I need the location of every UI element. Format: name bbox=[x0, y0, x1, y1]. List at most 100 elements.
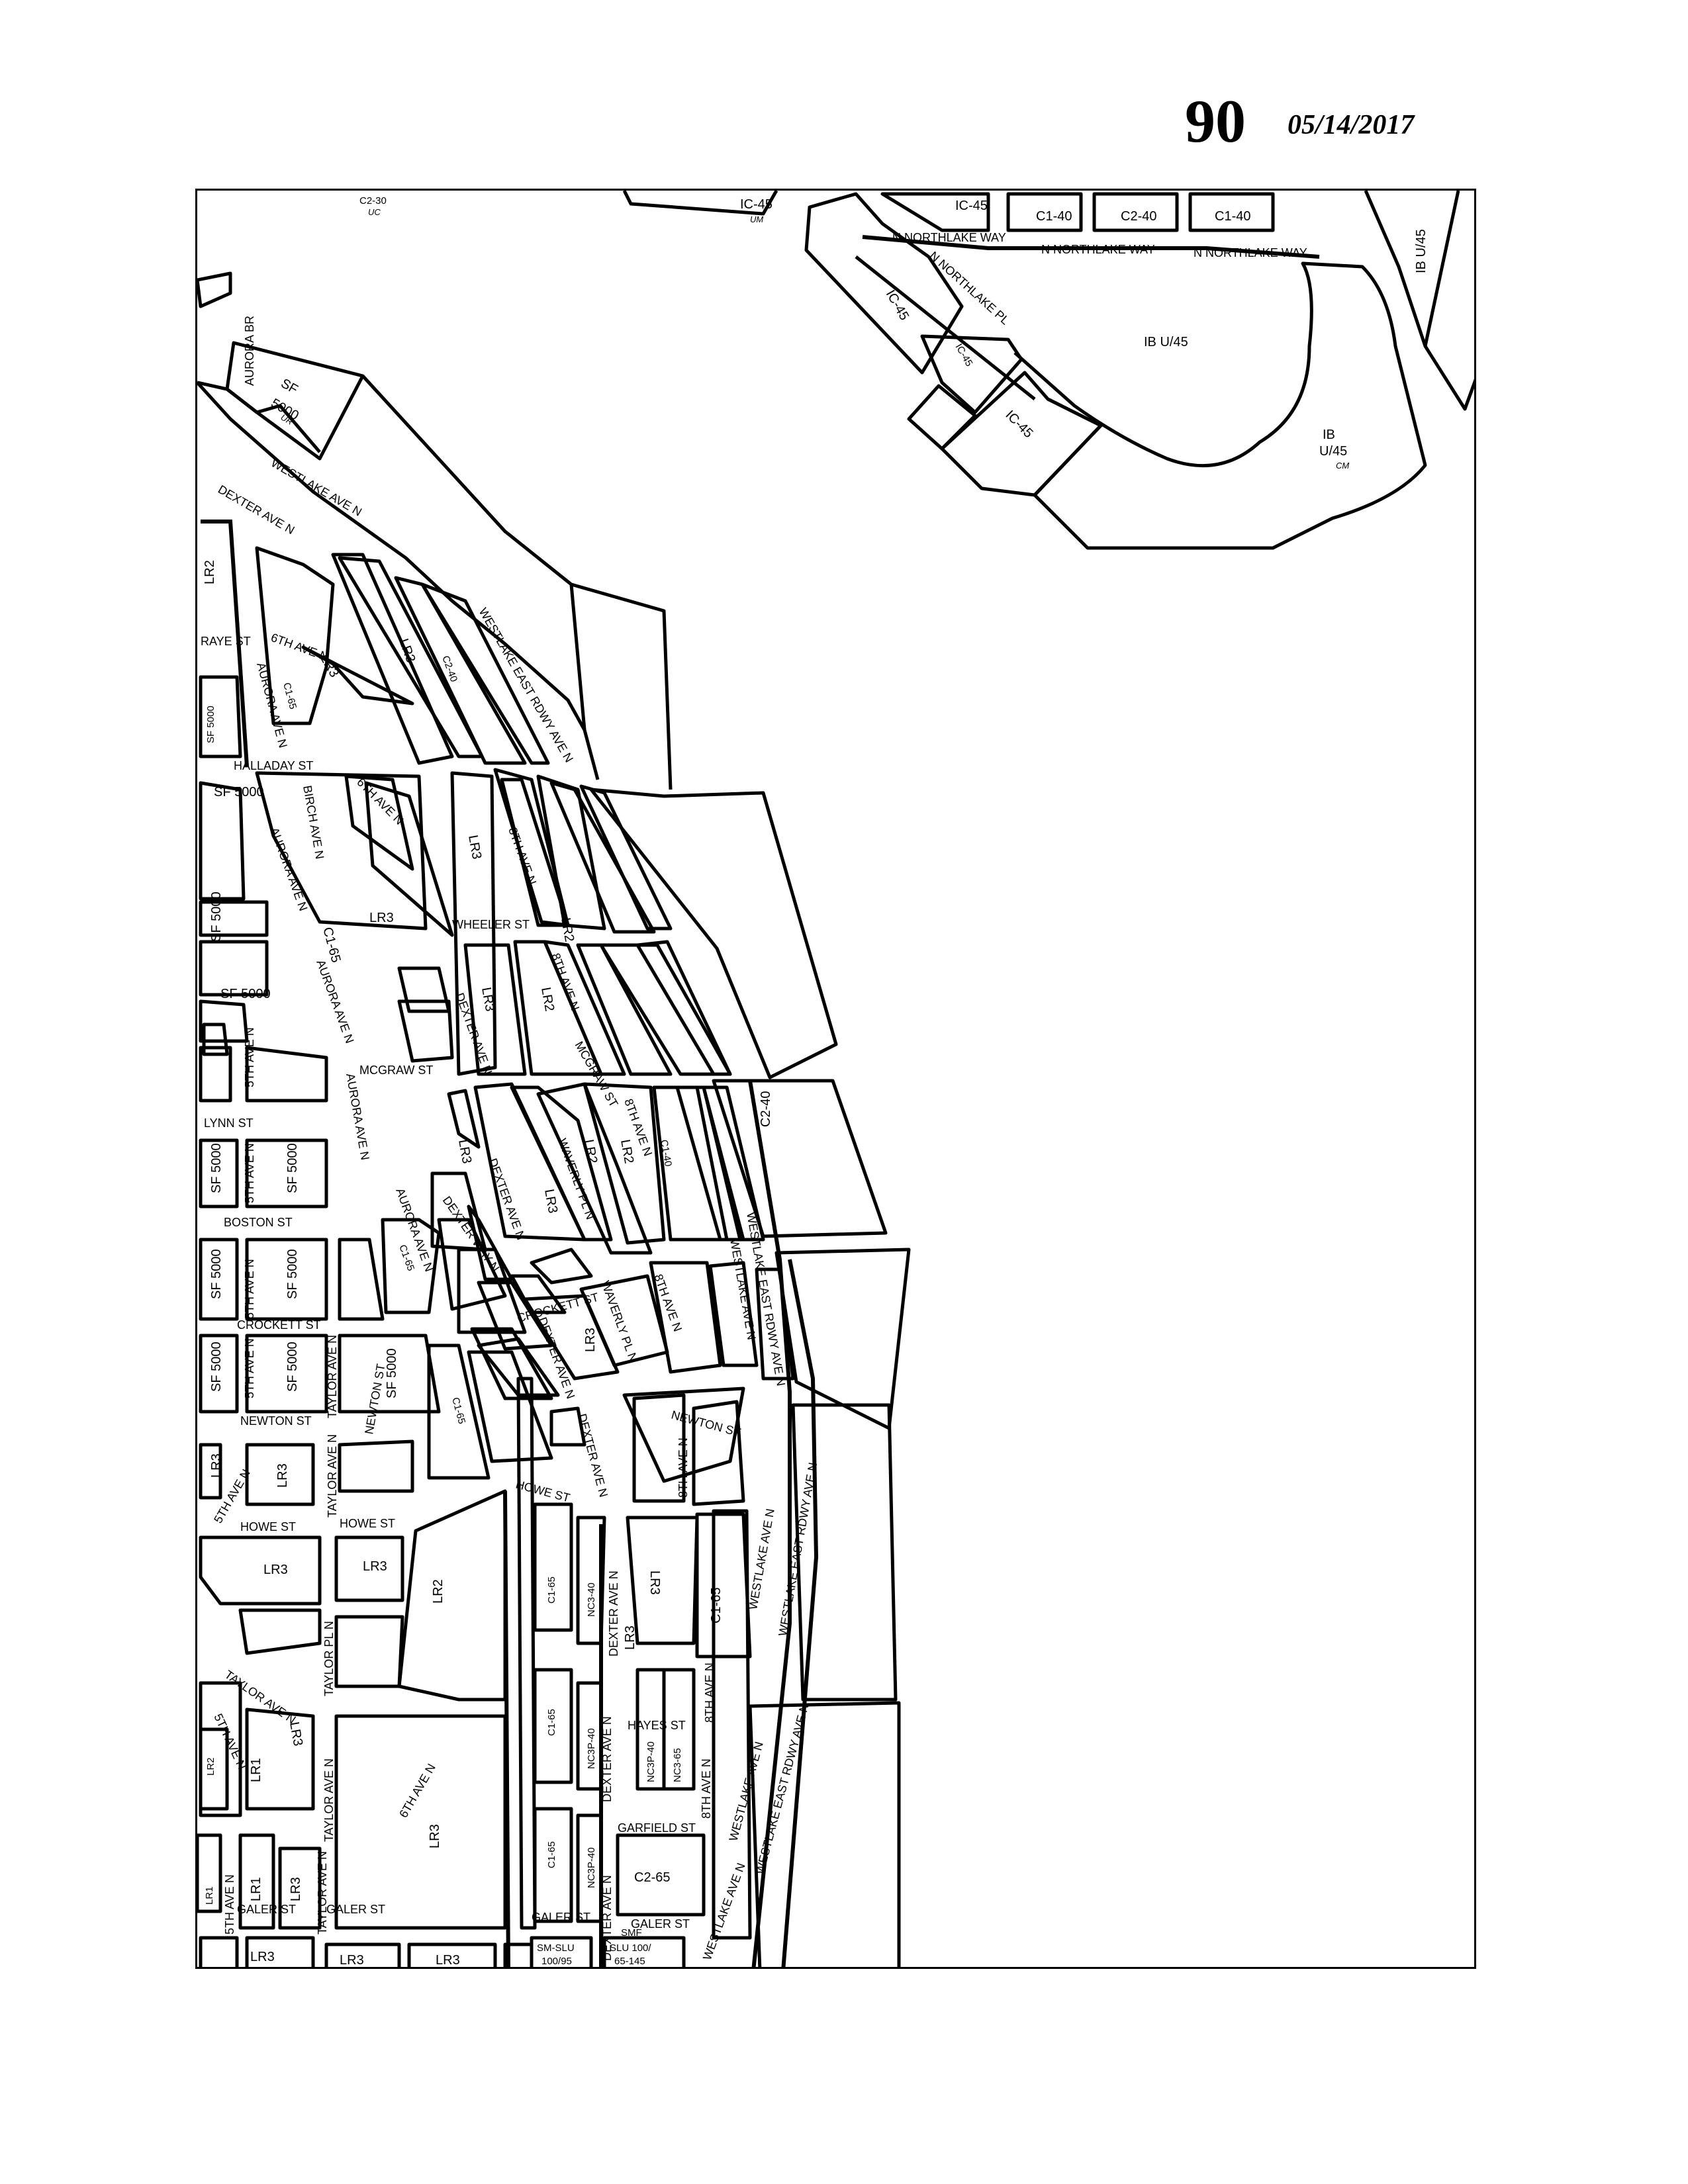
street-label: WESTLAKE EAST RDWY AVE N bbox=[477, 606, 576, 764]
zone-label: SF 5000 bbox=[214, 785, 264, 799]
zone-label: SF 5000 bbox=[205, 705, 216, 743]
zone-label: C1-65 bbox=[546, 1709, 557, 1736]
zone-label: IB bbox=[1323, 428, 1335, 442]
street-label: HALLADAY ST bbox=[234, 759, 313, 772]
north-shore-parcels bbox=[622, 191, 1474, 550]
street-label: AURORA AVE N bbox=[344, 1072, 372, 1161]
street-label: NEWTON ST bbox=[240, 1414, 312, 1428]
zone-label: LR3 bbox=[287, 1721, 305, 1747]
street-label: GALER ST bbox=[237, 1903, 296, 1916]
zoning-map[interactable]: C2-30 UC IC-45 UM IC-45 C1-40 C2-40 C1-4… bbox=[195, 189, 1476, 1969]
street-label: 8TH AVE N bbox=[700, 1758, 713, 1819]
street-label: HOWE ST bbox=[514, 1478, 571, 1505]
zone-label: NC3P-40 bbox=[586, 1847, 597, 1888]
zone-label: LR3 bbox=[647, 1570, 662, 1595]
zone-label: C1-40 bbox=[658, 1139, 674, 1167]
zone-label: U/45 bbox=[1319, 444, 1347, 459]
zone-label: C1-65 bbox=[281, 682, 299, 711]
street-label: GALER ST bbox=[326, 1903, 385, 1916]
zone-label: C1-65 bbox=[546, 1841, 557, 1868]
zone-label: SF 5000 bbox=[209, 1143, 224, 1193]
zone-label: SF 5000 bbox=[385, 1348, 399, 1398]
street-label: HOWE ST bbox=[340, 1517, 395, 1530]
street-label: AURORA AVE N bbox=[254, 661, 290, 749]
zone-label: SF 5000 bbox=[209, 1342, 224, 1392]
zone-label: C1-65 bbox=[449, 1396, 467, 1426]
zone-label: SF 5000 bbox=[285, 1249, 300, 1299]
street-label: 5TH AVE N bbox=[211, 1711, 248, 1772]
street-label: MCGRAW ST bbox=[359, 1064, 433, 1077]
zone-label: LR2 bbox=[538, 986, 557, 1013]
page-header: 90 05/14/2017 bbox=[0, 0, 1688, 172]
street-label: DEXTER AVE N bbox=[216, 482, 297, 537]
zone-overlay-label: CM bbox=[1336, 461, 1349, 471]
zone-label: NC3P-40 bbox=[586, 1728, 597, 1769]
west-parcels bbox=[197, 675, 819, 1967]
zone-label: LR3 bbox=[541, 1188, 560, 1214]
street-label: DEXTER WAY N bbox=[440, 1194, 502, 1275]
zone-label: NC3-65 bbox=[672, 1748, 683, 1782]
street-label: TAYLOR AVE N bbox=[322, 1758, 336, 1842]
street-label: N NORTHLAKE PL bbox=[927, 249, 1011, 327]
street-label: DEXTER AVE N bbox=[575, 1412, 610, 1498]
zone-label: 100/95 bbox=[541, 1956, 572, 1967]
zone-label: C1-65 bbox=[397, 1244, 416, 1273]
street-label: N NORTHLAKE WAY bbox=[892, 231, 1006, 244]
zone-label: NC3-40 bbox=[586, 1582, 597, 1617]
zone-label: LR1 bbox=[204, 1886, 215, 1905]
zone-overlay-label: UM bbox=[750, 214, 763, 224]
zone-label: C1-65 bbox=[709, 1588, 724, 1623]
zone-labels-north: C2-30 UC IC-45 UM IC-45 C1-40 C2-40 C1-4… bbox=[269, 195, 1429, 471]
zone-label: LR2 bbox=[618, 1138, 636, 1165]
street-label: RAYE ST bbox=[201, 635, 251, 648]
street-label: TAYLOR AVE N bbox=[326, 1434, 339, 1518]
street-label: 5TH AVE N bbox=[243, 1143, 256, 1203]
street-label: TAYLOR AVE N bbox=[222, 1668, 299, 1727]
street-label: AURORA AVE N bbox=[393, 1187, 436, 1274]
street-label: DEXTER AVE N bbox=[600, 1716, 614, 1802]
zone-label: SLU 100/ bbox=[610, 1942, 651, 1954]
zone-label: SF 5000 bbox=[285, 1342, 300, 1392]
zone-label: 65-145 bbox=[614, 1956, 645, 1967]
street-label: 6TH AVE N bbox=[397, 1761, 438, 1820]
zone-label: C2-40 bbox=[759, 1091, 773, 1127]
street-label: 5TH AVE N bbox=[243, 1338, 256, 1398]
street-label: AURORA AVE N bbox=[267, 826, 310, 913]
map-date: 05/14/2017 bbox=[1288, 110, 1415, 140]
street-label: WESTLAKE AVE N bbox=[746, 1508, 777, 1611]
street-label: DEXTER AVE N bbox=[536, 1316, 577, 1401]
aurora-approach bbox=[197, 271, 673, 790]
street-label: AURORA AVE N bbox=[314, 958, 356, 1046]
map-page-number: 90 bbox=[1185, 87, 1246, 155]
street-label: NEWTON ST bbox=[670, 1408, 742, 1439]
street-label: 8TH AVE N bbox=[703, 1662, 716, 1723]
street-label: LYNN ST bbox=[204, 1116, 254, 1130]
zone-label: C1-40 bbox=[1036, 209, 1072, 224]
zone-label: LR3 bbox=[623, 1625, 637, 1650]
street-label: 5TH AVE N bbox=[243, 1259, 256, 1319]
street-label: 8TH AVE N bbox=[506, 826, 539, 887]
map-canvas: C2-30 UC IC-45 UM IC-45 C1-40 C2-40 C1-4… bbox=[197, 191, 1474, 1968]
street-label: WESTLAKE AVE N bbox=[727, 1740, 766, 1843]
zone-label: LR3 bbox=[583, 1328, 598, 1352]
zone-label: SF 5000 bbox=[285, 1143, 300, 1193]
street-label: N NORTHLAKE WAY bbox=[1041, 243, 1155, 256]
zone-label: IC-45 bbox=[1002, 408, 1035, 441]
zone-label: SMF bbox=[621, 1927, 642, 1938]
zone-label: LR2 bbox=[581, 1138, 600, 1165]
zone-label: C2-65 bbox=[634, 1870, 670, 1885]
zone-label: LR3 bbox=[340, 1953, 364, 1968]
zone-label: C2-30 bbox=[359, 195, 387, 206]
street-label: DEXTER AVE N bbox=[607, 1570, 620, 1657]
street-label: 5TH AVE N bbox=[223, 1874, 236, 1934]
zone-label: IB U/45 bbox=[1144, 335, 1188, 349]
zone-label: NC3P-40 bbox=[645, 1741, 657, 1782]
zone-label: SF 5000 bbox=[209, 1249, 224, 1299]
zone-label: SF 5000 bbox=[220, 987, 271, 1001]
zone-label: SM-SLU bbox=[537, 1942, 575, 1954]
zone-label: LR3 bbox=[275, 1463, 290, 1488]
zone-label: IC-45 bbox=[883, 288, 912, 323]
street-label: HAYES ST bbox=[628, 1719, 686, 1732]
street-label: GALER ST bbox=[631, 1917, 690, 1931]
zone-label: LR3 bbox=[428, 1824, 442, 1848]
